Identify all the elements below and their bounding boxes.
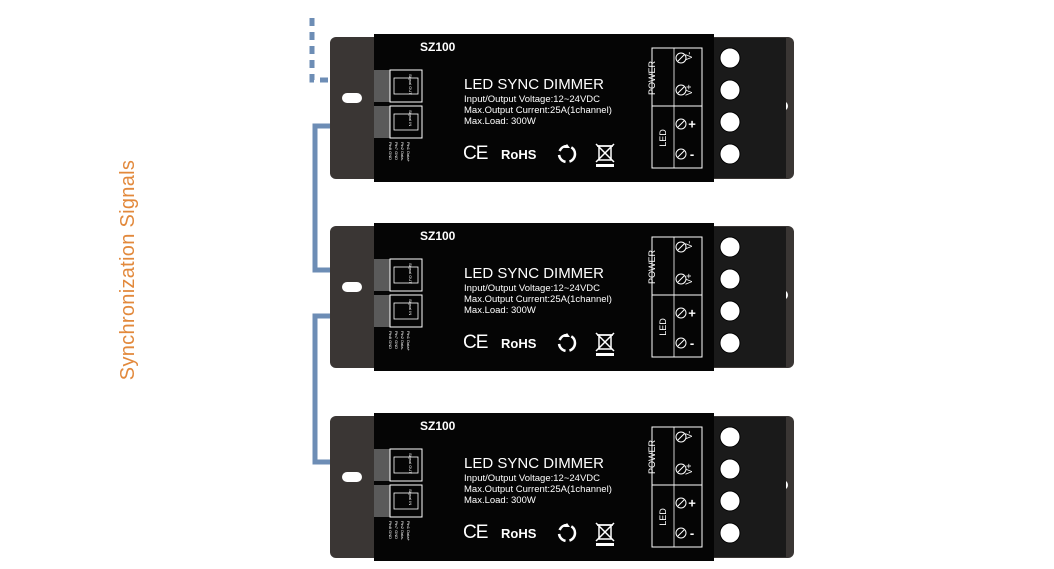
- power-label: POWER: [647, 439, 657, 475]
- spec-voltage: Input/Output Voltage:12~24VDC: [464, 94, 601, 105]
- dimmer-housing: [330, 223, 794, 371]
- recycle-icon: [557, 523, 577, 543]
- terminal-led-minus-label: -: [689, 146, 695, 162]
- dimmer-unit-1: SZ100 LED SYNC DIMMER Input/Output Volta…: [330, 34, 794, 182]
- port-out-label: Signal OUT: [408, 74, 413, 95]
- port-in-label: Signal IN: [408, 489, 413, 506]
- spec-voltage: Input/Output Voltage:12~24VDC: [464, 283, 601, 294]
- rohs-mark: RoHS: [501, 147, 537, 162]
- dimmer-unit-2: SZ100 LED SYNC DIMMER Input/Output Volta…: [330, 223, 794, 371]
- spec-current: Max.Output Current:25A(1channel): [464, 484, 612, 495]
- power-label: POWER: [647, 60, 657, 96]
- terminal-v-minus-label: V-: [684, 240, 694, 250]
- pin-label-1: Pin1 Data+: [406, 331, 411, 351]
- dimmer-housing: [330, 34, 794, 182]
- rohs-mark: RoHS: [501, 526, 537, 541]
- recycle-icon: [557, 144, 577, 164]
- led-label: LED: [658, 508, 668, 526]
- weee-bin-icon: [595, 522, 615, 546]
- spec-current: Max.Output Current:25A(1channel): [464, 294, 612, 305]
- port-out-label: Signal OUT: [408, 453, 413, 474]
- terminal-v-plus-label: V+: [684, 273, 694, 285]
- led-label: LED: [658, 129, 668, 147]
- pin-label-3: Pin7 GND: [394, 331, 399, 350]
- pin-label-4: Pin8 GND: [388, 521, 393, 540]
- spec-current: Max.Output Current:25A(1channel): [464, 105, 612, 116]
- spec-voltage: Input/Output Voltage:12~24VDC: [464, 473, 601, 484]
- terminal-led-plus-label: +: [688, 116, 696, 132]
- terminal-led-plus-label: +: [688, 495, 696, 511]
- pin-label-3: Pin7 GND: [394, 521, 399, 540]
- spec-load: Max.Load: 300W: [464, 495, 536, 506]
- terminal-v-plus-label: V+: [684, 84, 694, 96]
- product-title: LED SYNC DIMMER: [464, 76, 605, 93]
- spec-load: Max.Load: 300W: [464, 116, 536, 127]
- spec-load: Max.Load: 300W: [464, 305, 536, 316]
- pin-label-2: Pin2 Data-: [400, 142, 405, 161]
- dimmer-housing: [330, 413, 794, 561]
- pin-label-4: Pin8 GND: [388, 142, 393, 161]
- terminal-led-minus-label: -: [689, 335, 695, 351]
- model-label: SZ100: [420, 419, 456, 433]
- port-in-label: Signal IN: [408, 299, 413, 316]
- terminal-v-plus-label: V+: [684, 463, 694, 475]
- product-title: LED SYNC DIMMER: [464, 455, 605, 472]
- recycle-icon: [557, 333, 577, 353]
- pin-label-2: Pin2 Data-: [400, 521, 405, 540]
- weee-bin-icon: [595, 332, 615, 356]
- ce-mark: CE: [463, 143, 488, 164]
- power-label: POWER: [647, 249, 657, 285]
- pin-label-4: Pin8 GND: [388, 331, 393, 350]
- port-in-label: Signal IN: [408, 110, 413, 127]
- terminal-v-minus-label: V-: [684, 51, 694, 61]
- pin-label-1: Pin1 Data+: [406, 521, 411, 541]
- model-label: SZ100: [420, 229, 456, 243]
- terminal-led-minus-label: -: [689, 525, 695, 541]
- dimmer-unit-3: SZ100 LED SYNC DIMMER Input/Output Volta…: [330, 413, 794, 561]
- synchronization-signals-label: Synchronization Signals: [117, 159, 139, 381]
- rohs-mark: RoHS: [501, 336, 537, 351]
- terminal-led-plus-label: +: [688, 305, 696, 321]
- weee-bin-icon: [595, 143, 615, 167]
- ce-mark: CE: [463, 522, 488, 543]
- product-title: LED SYNC DIMMER: [464, 265, 605, 282]
- terminal-v-minus-label: V-: [684, 430, 694, 440]
- port-out-label: Signal OUT: [408, 263, 413, 284]
- sync-cable-dashed-input: [309, 18, 385, 83]
- model-label: SZ100: [420, 40, 456, 54]
- ce-mark: CE: [463, 332, 488, 353]
- pin-label-3: Pin7 GND: [394, 142, 399, 161]
- pin-label-2: Pin2 Data-: [400, 331, 405, 350]
- pin-label-1: Pin1 Data+: [406, 142, 411, 162]
- led-label: LED: [658, 318, 668, 336]
